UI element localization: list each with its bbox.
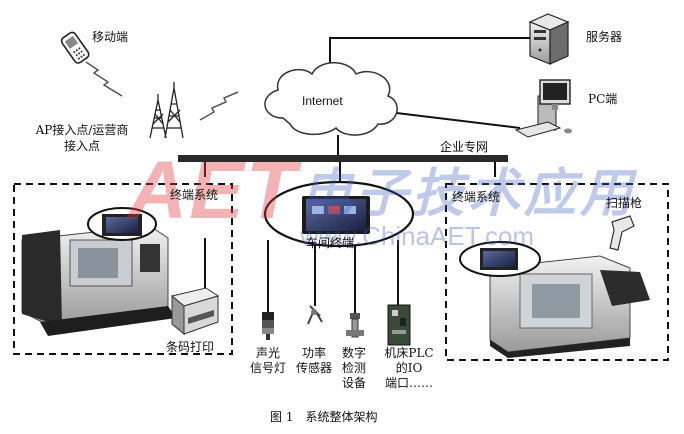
digital-gauge-label: 数字 检测 设备 [341,346,366,390]
enterprise-network-label: 企业专网 [440,140,489,154]
barcode-printer-icon [170,287,220,336]
workshop-terminal-screen [302,196,370,234]
cnc-machine-right [489,255,650,358]
server-label: 服务器 [586,30,623,44]
barcode-scanner-icon [609,215,635,251]
digital-gauge-icon [346,313,364,338]
wireless-signal-icon [85,61,239,121]
mobile-label: 移动端 [92,30,129,44]
internet-label: Internet [302,94,343,108]
terminal-system-right-label: 终端系统 [452,190,501,204]
figure-caption: 图 1 系统整体架构 [270,410,378,424]
pc-icon [514,79,572,138]
terminal-system-right-box [445,183,669,361]
terminal-screen-left [102,214,142,236]
cnc-machine-left [21,225,176,336]
signal-light-label: 声光 信号灯 [249,346,286,375]
barcode-printer-label: 条码打印 [166,340,215,354]
pc-label: PC端 [588,92,618,106]
ap-label: AP接入点/运营商 接入点 [35,123,129,153]
plc-io-board-icon [387,304,411,346]
terminal-system-left-box [13,183,233,355]
terminal-screen-right [480,248,518,270]
power-sensor-label: 功率 传感器 [295,346,332,375]
ap-tower-icon [149,82,184,139]
power-sensor-icon [307,305,323,325]
internet-cloud [264,62,398,136]
mobile-phone-icon [60,31,90,64]
workshop-terminal-label: 车间终端 [306,236,355,250]
scanner-label: 扫描枪 [606,196,643,210]
plc-io-label: 机床PLC 的IO 端口…… [384,346,434,390]
terminal-system-left-label: 终端系统 [170,188,219,202]
enterprise-network-bus [178,155,508,162]
server-icon [528,13,570,65]
signal-light-icon [262,312,274,340]
